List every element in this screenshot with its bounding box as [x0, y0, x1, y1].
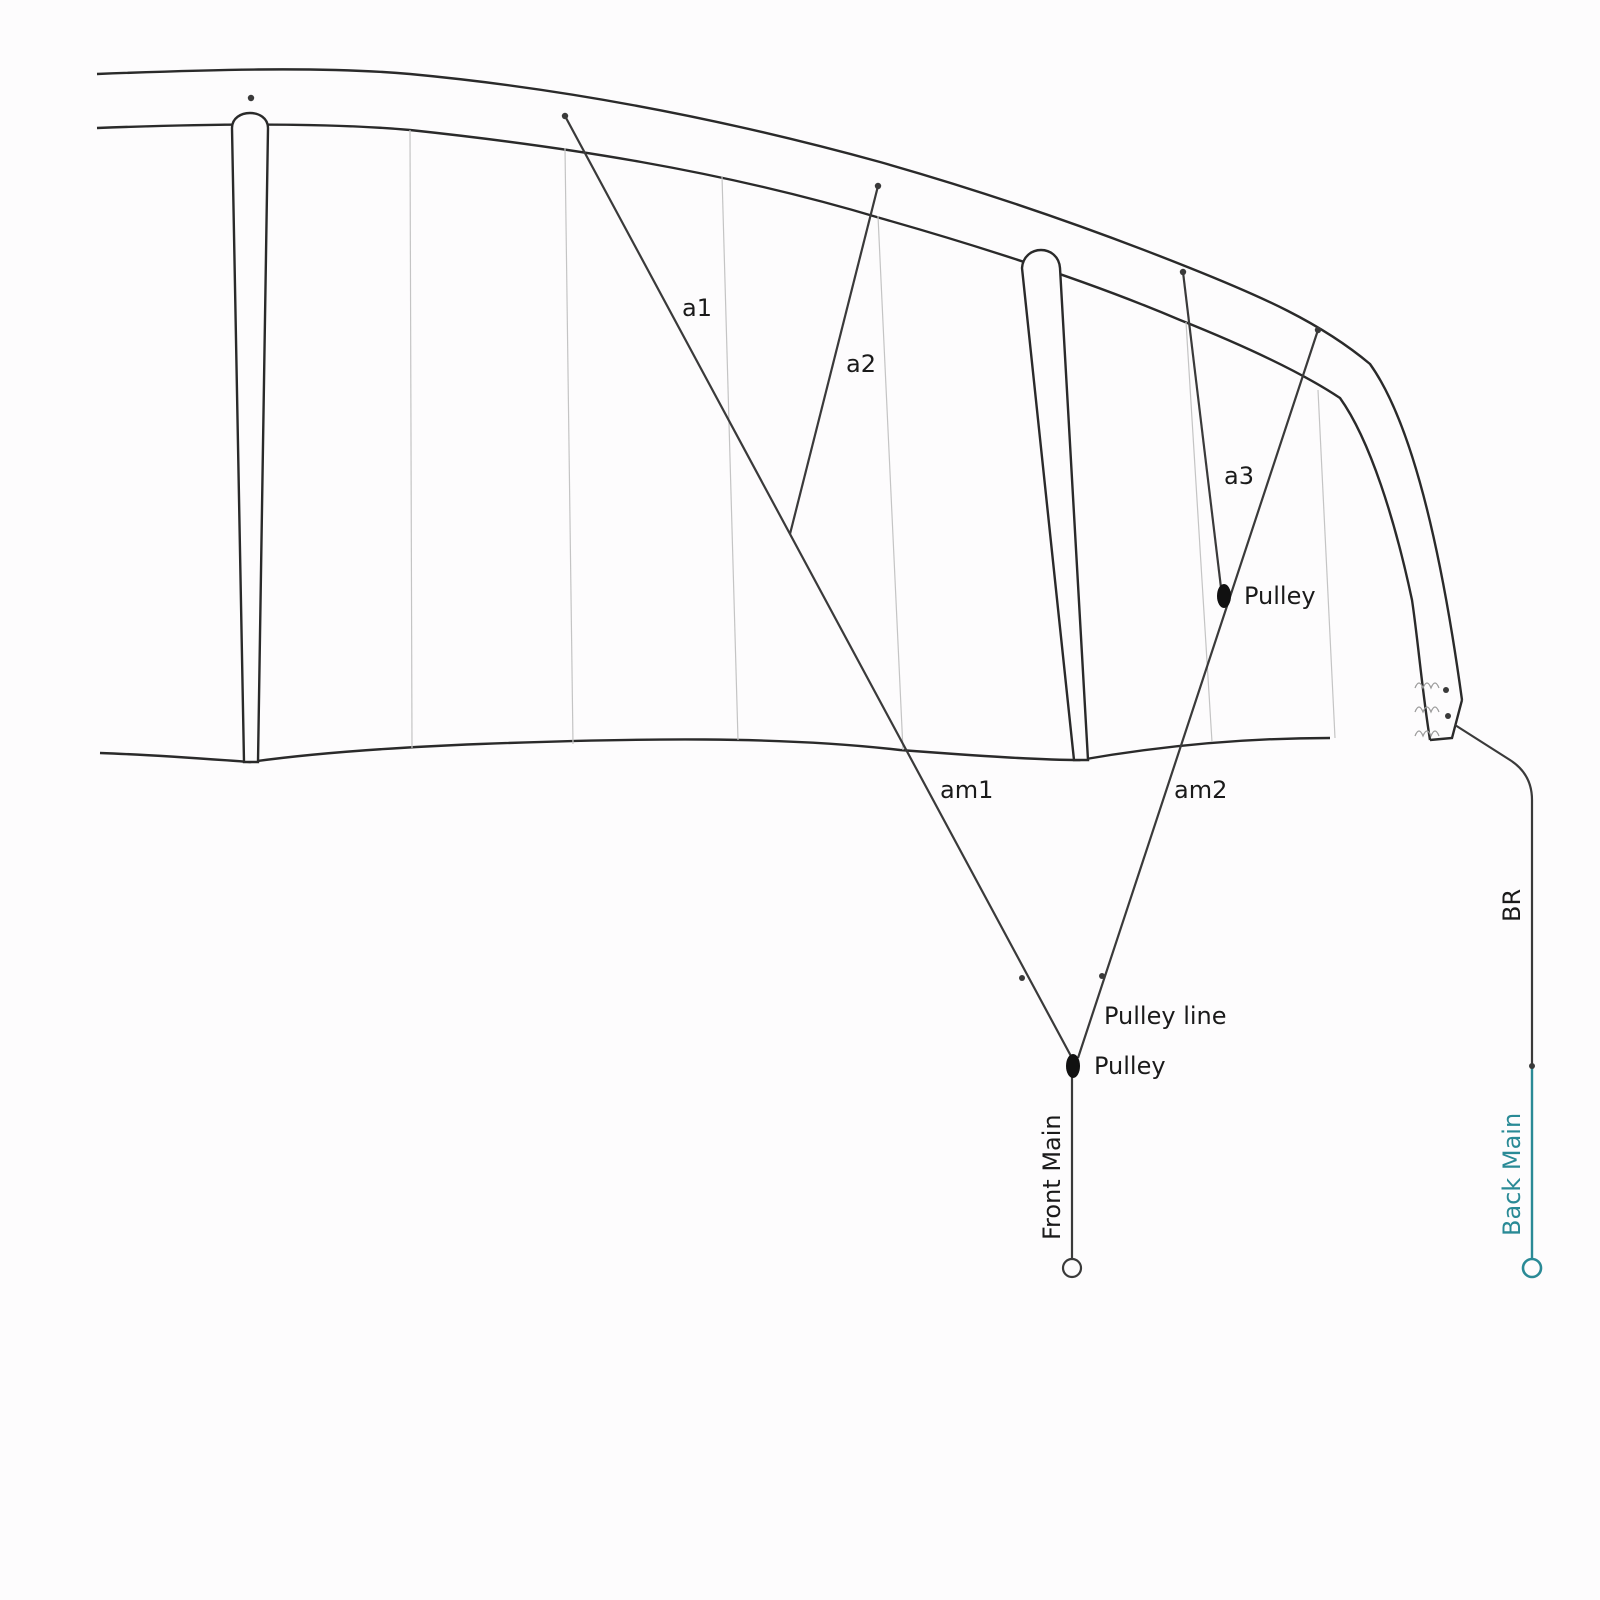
label-a1: a1 — [682, 294, 712, 322]
label-pulley-lower: Pulley — [1094, 1052, 1166, 1080]
strut-right — [1020, 248, 1090, 762]
pulley-upper-icon — [1217, 584, 1231, 608]
label-a2: a2 — [846, 350, 876, 378]
line-am2 — [1076, 329, 1320, 1059]
label-a3: a3 — [1224, 462, 1254, 490]
canopy-seams — [409, 129, 1336, 751]
label-am2: am2 — [1174, 776, 1227, 804]
bridle-lines — [564, 115, 1534, 1260]
front-main-ring-icon — [1061, 1257, 1083, 1279]
label-am1: am1 — [940, 776, 993, 804]
line-a1-am1 — [564, 115, 1073, 1059]
label-front-main: Front Main — [1038, 1114, 1066, 1240]
line-a3 — [1181, 271, 1224, 597]
label-back-main: Back Main — [1498, 1113, 1526, 1236]
wingtip-clips — [1414, 682, 1440, 738]
label-br: BR — [1498, 889, 1526, 922]
pulley-lower-icon — [1066, 1054, 1080, 1078]
line-br — [1454, 724, 1534, 1066]
line-a2 — [788, 185, 880, 535]
label-pulley-line: Pulley line — [1104, 1002, 1227, 1030]
leading-edge — [96, 68, 1464, 742]
back-main-ring-icon — [1521, 1257, 1543, 1279]
attachment-points — [247, 94, 1535, 1069]
strut-left — [230, 111, 270, 764]
label-pulley-upper: Pulley — [1244, 582, 1316, 610]
trailing-edge — [99, 736, 1331, 764]
